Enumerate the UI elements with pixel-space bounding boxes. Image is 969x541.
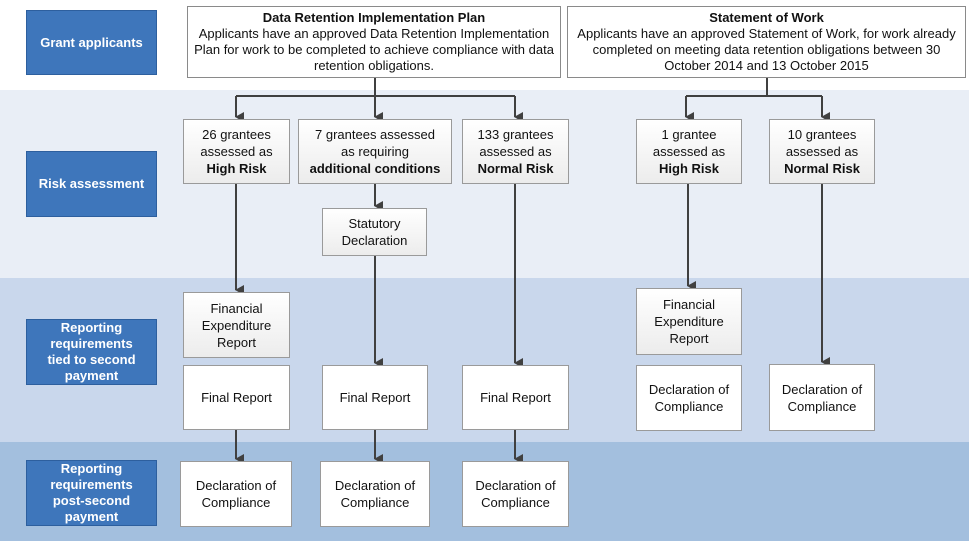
declaration-of-compliance-box: Declaration of Compliance [636, 365, 742, 431]
risk-text: assessed as [652, 144, 726, 159]
final-report-box: Final Report [322, 365, 428, 430]
financial-expenditure-report-box: Financial Expenditure Report [636, 288, 742, 355]
risk-text: assessed as [479, 144, 552, 159]
plan-sow-description: Applicants have an approved Statement of… [577, 26, 956, 73]
risk-high-1-box: 1 grantee assessed as High Risk [636, 119, 742, 184]
risk-level: Normal Risk [477, 161, 554, 176]
plan-sow-box: Statement of Work Applicants have an app… [567, 6, 966, 78]
risk-normal-133-box: 133 grantees assessed as Normal Risk [462, 119, 569, 184]
risk-high-26-box: 26 grantees assessed as High Risk [183, 119, 290, 184]
row-label-reporting-post-second: Reporting requirements post-second payme… [26, 460, 157, 526]
final-report-box: Final Report [462, 365, 569, 430]
risk-text: 10 grantees [787, 127, 857, 142]
risk-level: additional conditions [309, 161, 441, 176]
risk-additional-7-box: 7 grantees assessed as requiring additio… [298, 119, 452, 184]
plan-drip-box: Data Retention Implementation Plan Appli… [187, 6, 561, 78]
risk-text: 26 grantees [202, 127, 271, 142]
declaration-of-compliance-box: Declaration of Compliance [462, 461, 569, 527]
row-label-risk-assessment: Risk assessment [26, 151, 157, 217]
risk-level: Normal Risk [784, 161, 860, 176]
final-report-box: Final Report [183, 365, 290, 430]
row-label-grant-applicants: Grant applicants [26, 10, 157, 75]
risk-text: assessed as [200, 144, 273, 159]
declaration-of-compliance-box: Declaration of Compliance [180, 461, 292, 527]
financial-expenditure-report-box: Financial Expenditure Report [183, 292, 290, 358]
plan-drip-title: Data Retention Implementation Plan [262, 10, 486, 25]
risk-normal-10-box: 10 grantees assessed as Normal Risk [769, 119, 875, 184]
statutory-declaration-box: Statutory Declaration [322, 208, 427, 256]
declaration-of-compliance-box: Declaration of Compliance [769, 364, 875, 431]
row-label-reporting-second-payment: Reporting requirements tied to second pa… [26, 319, 157, 385]
risk-text: assessed as [785, 144, 859, 159]
risk-text: 133 grantees [477, 127, 554, 142]
plan-drip-description: Applicants have an approved Data Retenti… [194, 26, 554, 73]
plan-sow-title: Statement of Work [709, 10, 824, 25]
risk-text: 7 grantees assessed [315, 127, 435, 142]
risk-level: High Risk [659, 161, 719, 176]
risk-text: 1 grantee [661, 127, 717, 142]
risk-level: High Risk [206, 161, 267, 176]
declaration-of-compliance-box: Declaration of Compliance [320, 461, 430, 527]
risk-text: as requiring [341, 144, 409, 159]
